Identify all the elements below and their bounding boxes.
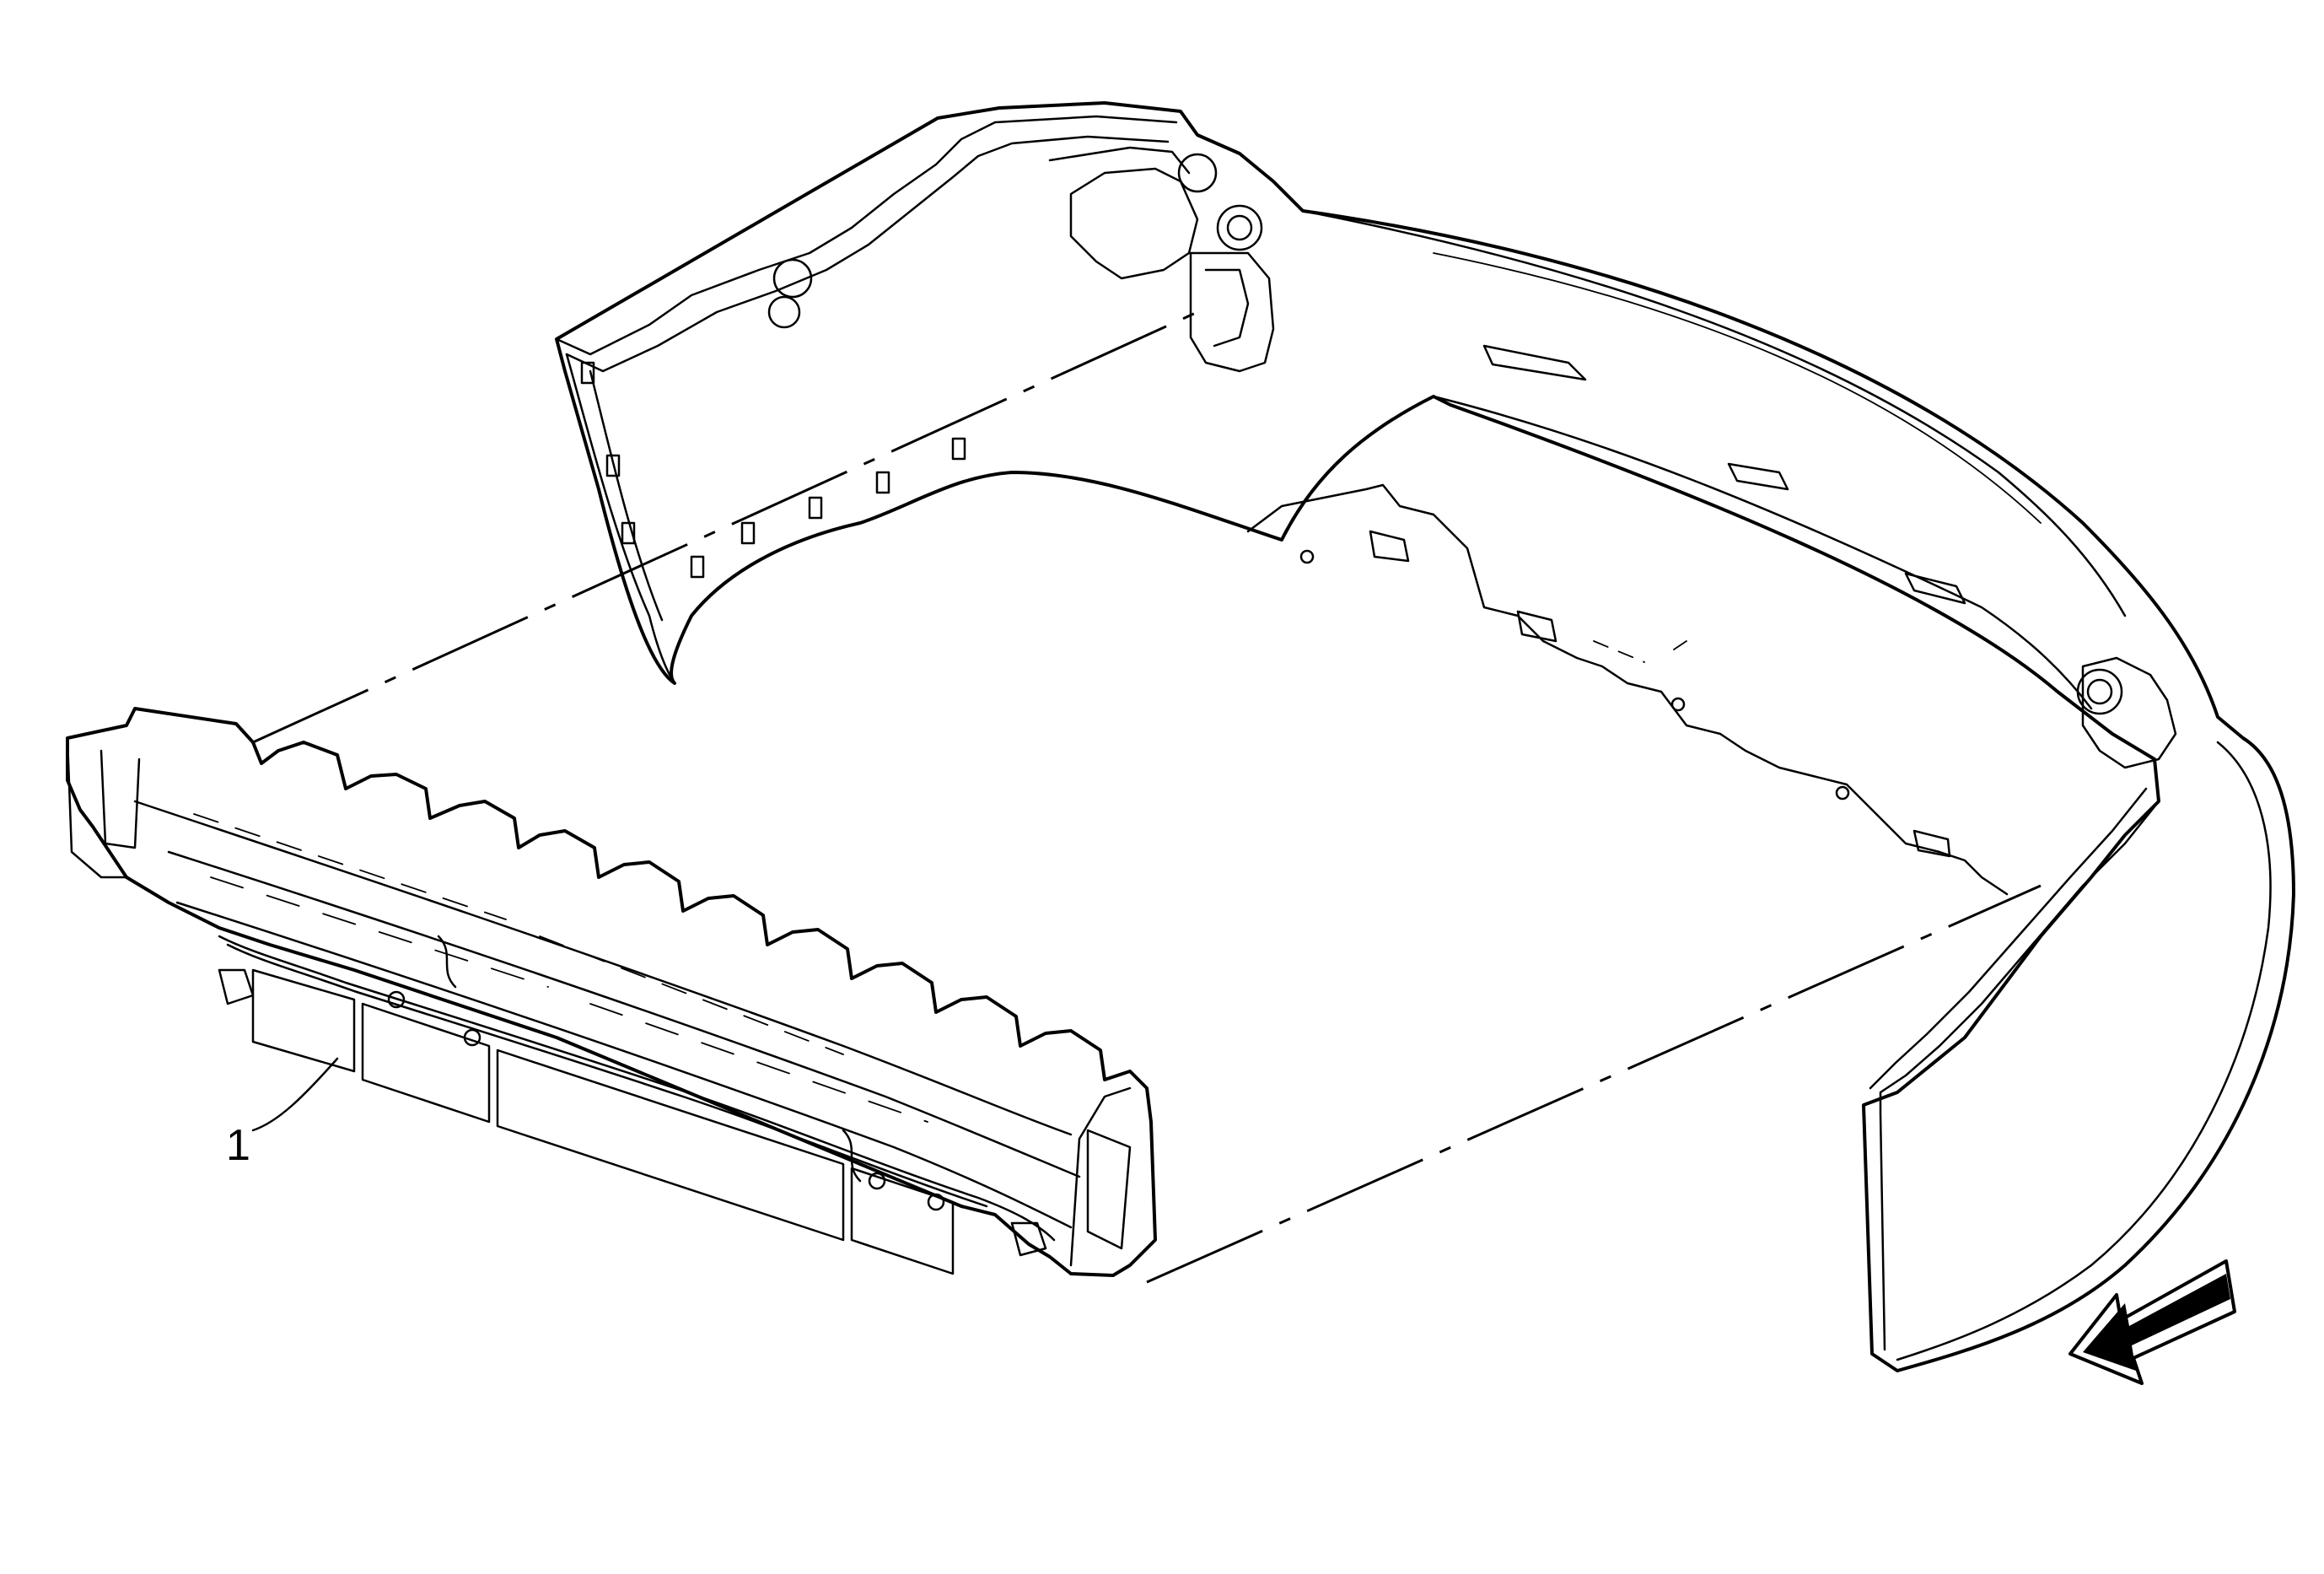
fascia-left-flange-inner bbox=[565, 135, 1170, 373]
left-corner-bracket-inner bbox=[1048, 146, 1191, 175]
absorber-wire-drop bbox=[437, 935, 862, 1183]
absorber-lower-module-2 bbox=[361, 1002, 491, 1124]
fascia-mount-tabs bbox=[1299, 530, 1951, 858]
fascia-lower-inner-panel bbox=[1246, 483, 2009, 896]
absorber-front-face-top bbox=[167, 850, 1081, 1178]
fascia-top-seam-2 bbox=[1433, 252, 2042, 524]
absorber-top-dashes bbox=[193, 813, 844, 1055]
absorber-fasteners bbox=[218, 968, 1047, 1257]
fascia-lower-inner-panel-2 bbox=[1432, 395, 2093, 710]
alignment-lines bbox=[252, 310, 2042, 1284]
fascia-right-flange bbox=[1879, 800, 2160, 1351]
right-corner-bracket bbox=[2081, 656, 2177, 769]
left-corner-bracket bbox=[1069, 167, 1199, 280]
fascia-left-flange bbox=[555, 115, 1178, 356]
fascia-top-seam bbox=[1301, 209, 2127, 617]
callout-label: 1 bbox=[226, 1121, 250, 1170]
bumper-fascia bbox=[555, 101, 2295, 1372]
absorber-top-crease bbox=[133, 800, 1073, 1136]
front-direction-arrow-icon bbox=[2068, 1259, 2236, 1385]
absorber-wire-harness-2 bbox=[226, 943, 988, 1208]
absorber-lower-module-4 bbox=[850, 1167, 955, 1275]
absorber-front-ribs bbox=[210, 876, 928, 1123]
absorber-lower-module-1 bbox=[251, 968, 356, 1073]
absorber-left-end bbox=[66, 736, 128, 879]
fascia-left-end-edge-inner bbox=[589, 369, 664, 622]
fascia-dashed-seam bbox=[1593, 640, 1687, 663]
absorber-wire-harness bbox=[218, 935, 1056, 1242]
fascia-left-end-edge bbox=[565, 353, 676, 685]
absorber-lower-module-3 bbox=[496, 1048, 845, 1242]
alignment-line-bottom bbox=[1146, 884, 2042, 1284]
absorber-right-end bbox=[1069, 1086, 1132, 1267]
fascia-outer-shell bbox=[555, 101, 2295, 1372]
fascia-right-lip bbox=[1896, 741, 2272, 1361]
left-post bbox=[1189, 251, 1275, 373]
top-edge-tabs bbox=[1482, 344, 1966, 605]
left-rail-clips bbox=[580, 153, 1263, 579]
callout-leader-line bbox=[251, 1057, 339, 1132]
absorber-front-face-bottom bbox=[175, 901, 1073, 1229]
bumper-energy-absorber bbox=[66, 707, 1157, 1277]
absorber-main-body bbox=[66, 707, 1157, 1277]
callout-1: 1 bbox=[226, 1057, 339, 1170]
fascia-right-flange-inner bbox=[1869, 787, 2148, 1090]
